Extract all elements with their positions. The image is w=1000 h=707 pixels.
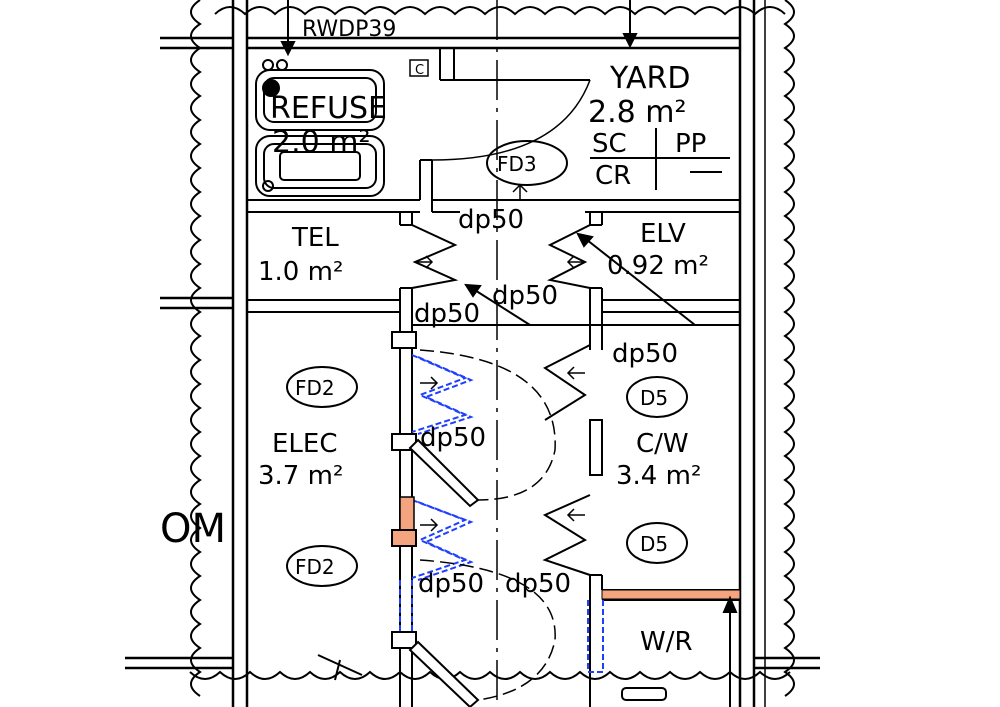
yard-pp: PP bbox=[675, 129, 706, 159]
scalloped-wall-left bbox=[190, 0, 202, 697]
bottom-marks bbox=[317, 654, 667, 701]
elv-name: ELV bbox=[640, 219, 686, 249]
structural-walls bbox=[125, 0, 820, 707]
highlight-elec-block bbox=[391, 529, 417, 547]
small-tag-box bbox=[409, 59, 429, 77]
door-width-label: dp50 bbox=[414, 299, 480, 329]
wr-name: W/R bbox=[640, 627, 693, 657]
refuse-bins bbox=[255, 59, 385, 197]
cw-name: C/W bbox=[636, 429, 689, 459]
scalloped-wall-right bbox=[783, 0, 795, 697]
folding-door-arrows bbox=[415, 255, 585, 522]
door-width-label: dp50 bbox=[420, 423, 486, 453]
door-width-label: dp50 bbox=[505, 569, 571, 599]
fd2-lower-tag: FD2 bbox=[295, 555, 335, 579]
yard-door-swing bbox=[431, 79, 591, 161]
door-width-label: dp50 bbox=[418, 569, 484, 599]
scalloped-wall-bottom bbox=[189, 670, 791, 680]
fd3-arrow bbox=[512, 183, 528, 200]
cw-area: 3.4 m² bbox=[616, 461, 701, 491]
pipe-arrows bbox=[280, 0, 638, 57]
d5-upper-tag: D5 bbox=[640, 386, 668, 410]
leader-lines bbox=[464, 232, 696, 326]
yard-sc: SC bbox=[592, 129, 627, 159]
fd3-circle bbox=[486, 140, 568, 186]
highlight-wr-wall bbox=[601, 589, 741, 600]
d5-upper-circle bbox=[626, 376, 688, 418]
fd2-lower-circle bbox=[286, 545, 358, 587]
yard-name: YARD bbox=[609, 61, 690, 96]
tel-area: 1.0 m² bbox=[258, 257, 343, 287]
blue-door-arrows bbox=[420, 376, 439, 532]
door-swings bbox=[419, 349, 556, 701]
yard-table bbox=[590, 128, 730, 190]
d5-lower-circle bbox=[626, 522, 688, 564]
refuse-name: REFUSE bbox=[270, 91, 387, 126]
scalloped-wall-top bbox=[214, 6, 786, 16]
yard-area: 2.8 m² bbox=[588, 95, 687, 130]
fd2-upper-tag: FD2 bbox=[295, 376, 335, 400]
blue-folding-doors bbox=[399, 354, 604, 673]
fd3-tag: FD3 bbox=[497, 152, 537, 176]
door-leaves bbox=[408, 438, 480, 707]
elec-name: ELEC bbox=[272, 429, 338, 459]
elec-area: 3.7 m² bbox=[258, 461, 343, 491]
folding-doors bbox=[411, 224, 603, 576]
refuse-area: 2.0 m² bbox=[272, 125, 371, 160]
small-tag-label: C bbox=[415, 63, 424, 78]
pipe-label: RWDP39 bbox=[302, 17, 396, 42]
door-width-label: dp50 bbox=[458, 205, 524, 235]
door-width-label: dp50 bbox=[612, 339, 678, 369]
fd2-upper-circle bbox=[286, 366, 358, 408]
yard-cr: CR bbox=[595, 161, 631, 191]
tel-name: TEL bbox=[291, 223, 339, 253]
d5-lower-tag: D5 bbox=[640, 532, 668, 556]
wr-arrow bbox=[722, 595, 738, 707]
door-width-label: dp50 bbox=[492, 281, 558, 311]
interior-partitions bbox=[247, 48, 740, 707]
partial-room-label: OM bbox=[160, 506, 226, 552]
elv-area: 0.92 m² bbox=[607, 251, 709, 281]
